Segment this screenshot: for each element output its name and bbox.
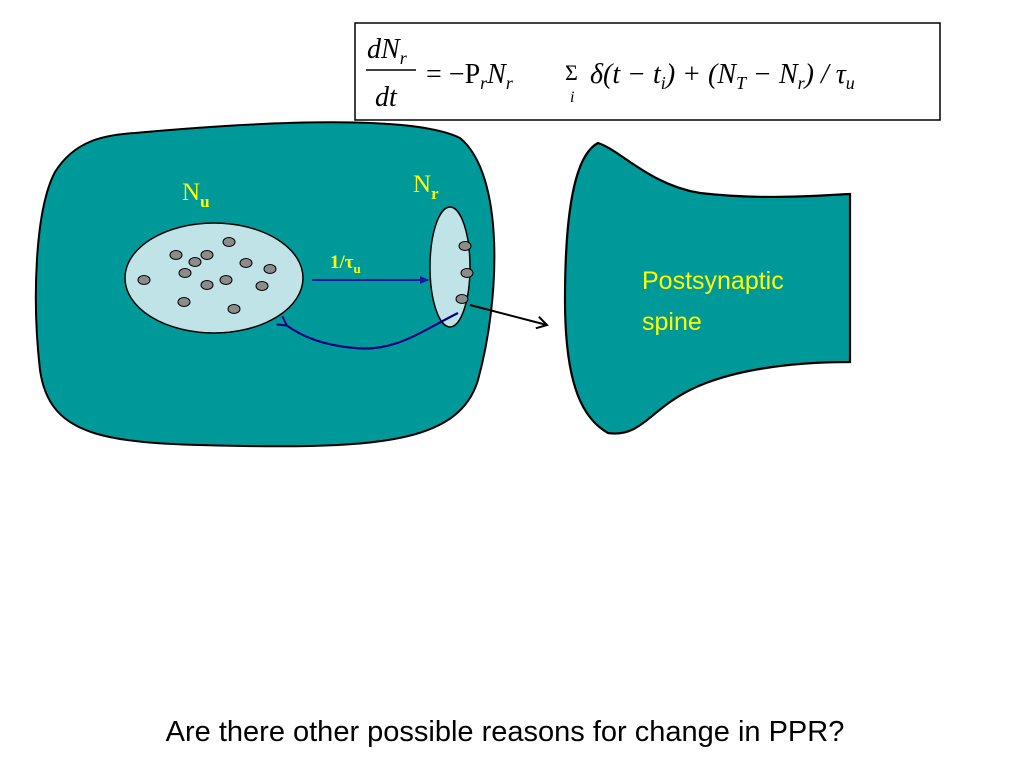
vesicle bbox=[200, 280, 214, 290]
vesicle bbox=[222, 237, 236, 247]
equation-sigma-index: i bbox=[570, 89, 574, 106]
vesicle bbox=[460, 268, 474, 278]
reserve-pool bbox=[124, 222, 304, 334]
vesicle bbox=[169, 250, 183, 260]
vesicle bbox=[177, 297, 191, 307]
release-arrow bbox=[469, 304, 549, 330]
equation-frame bbox=[354, 22, 941, 121]
vesicle bbox=[178, 268, 192, 278]
spine-label-line2: spine bbox=[642, 308, 702, 336]
equation-box: dNr dt = −PrNr Σ i δ(t − ti) + (NT − Nr)… bbox=[354, 22, 941, 121]
reserve-vesicles bbox=[137, 237, 277, 314]
releasable-vesicles bbox=[455, 241, 474, 304]
vesicle bbox=[219, 275, 233, 285]
releasable-pool-label: Nr bbox=[413, 171, 439, 203]
vesicle bbox=[227, 304, 241, 314]
equation-rhs: = −PrNr bbox=[426, 59, 514, 93]
equation-sigma: Σ bbox=[565, 60, 578, 85]
equation-rhs-tail: δ(t − ti) + (NT − Nr) / τu bbox=[590, 59, 855, 93]
postsynaptic-spine bbox=[563, 141, 852, 435]
vesicle bbox=[137, 275, 151, 285]
spine-label-line1: Postsynaptic bbox=[642, 267, 784, 295]
vesicle bbox=[455, 294, 469, 304]
recovery-rate-label: 1/τu bbox=[330, 252, 361, 276]
vesicle bbox=[458, 241, 472, 251]
return-arrow bbox=[286, 312, 459, 350]
equation-denominator: dt bbox=[375, 82, 398, 113]
reserve-pool-label: Nu bbox=[182, 179, 210, 211]
vesicle bbox=[263, 264, 277, 274]
vesicle bbox=[255, 281, 269, 291]
vesicle bbox=[188, 257, 202, 267]
question-text: Are there other possible reasons for cha… bbox=[165, 716, 845, 748]
equation-numerator: dNr bbox=[367, 34, 408, 68]
releasable-pool bbox=[429, 206, 471, 328]
vesicle bbox=[200, 250, 214, 260]
vesicle bbox=[239, 258, 253, 268]
